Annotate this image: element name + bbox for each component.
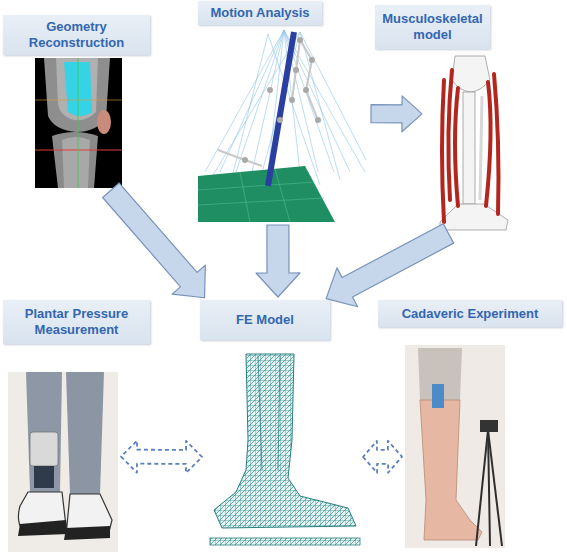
mri-image — [35, 58, 122, 188]
motion-capture-scene — [240, 172, 250, 222]
motion-capture-scene — [289, 97, 295, 103]
motion-capture-scene — [218, 150, 262, 166]
motion-capture-scene — [268, 34, 320, 185]
panel-title: Cadaveric Experiment — [402, 306, 539, 322]
motion-capture-scene — [284, 30, 350, 172]
motion-capture-scene — [300, 40, 318, 120]
musculoskeletal-figure — [442, 80, 444, 222]
motion-capture-scene — [198, 169, 324, 222]
mri-image — [52, 132, 98, 188]
fe-mesh — [210, 538, 360, 545]
mri-image — [56, 58, 98, 120]
cadaveric-photo — [405, 345, 505, 548]
motion-capture-scene — [292, 40, 300, 100]
motion-capture-scene — [242, 157, 248, 163]
process-panel: FE Model — [205, 352, 360, 552]
musculoskeletal-figure — [486, 82, 491, 206]
panel-heading: Musculoskeletal model — [375, 5, 490, 49]
panel-heading: Cadaveric Experiment — [378, 300, 562, 327]
motion-capture-scene — [210, 32, 300, 180]
process-panel: Motion Analysis — [198, 25, 368, 222]
mri-image — [62, 137, 90, 188]
motion-capture-scene — [309, 57, 315, 63]
plantar-pressure-photo — [30, 432, 58, 466]
motion-capture-scene — [242, 37, 321, 163]
process-panel: Cadaveric Experiment — [405, 345, 505, 548]
process-panel: Musculoskeletal model — [425, 55, 512, 232]
fe-mesh — [214, 354, 356, 528]
panel-title: Geometry Reconstruction — [11, 19, 142, 51]
cadaveric-photo — [488, 430, 502, 546]
process-panel: Geometry Reconstruction — [35, 58, 122, 188]
plantar-pressure-photo — [26, 372, 62, 492]
plantar-pressure-photo — [8, 372, 118, 552]
panel-title: FE Model — [236, 312, 294, 328]
musculoskeletal-figure — [440, 56, 508, 230]
dashed-double-arrow — [363, 441, 402, 473]
musculoskeletal-figure — [448, 70, 452, 200]
motion-capture-scene — [268, 32, 294, 186]
block-arrow — [103, 183, 206, 298]
cadaveric-photo — [488, 430, 490, 546]
block-arrow — [326, 224, 453, 307]
motion-capture-scene — [198, 166, 335, 222]
mri-image — [35, 100, 122, 101]
panel-heading: FE Model — [200, 300, 330, 340]
panel-heading: Motion Analysis — [198, 1, 322, 25]
cadaveric-photo — [480, 420, 498, 432]
fe-mesh — [258, 356, 262, 470]
motion-capture-scene — [218, 40, 318, 166]
motion-capture-scene — [198, 182, 315, 190]
plantar-pressure-photo — [66, 372, 104, 494]
panel-heading: Plantar Pressure Measurement — [3, 300, 150, 344]
motion-capture-scene — [303, 87, 309, 93]
motion-capture-scene — [267, 87, 273, 93]
motion-capture-scene — [198, 25, 368, 222]
motion-capture-scene — [198, 25, 368, 222]
dashed-double-arrow — [121, 441, 202, 473]
block-arrow — [256, 225, 300, 297]
musculoskeletal-figure — [442, 70, 499, 222]
mri-image — [35, 58, 122, 188]
panel-title: Plantar Pressure Measurement — [11, 306, 142, 338]
motion-capture-scene — [198, 198, 324, 205]
fe-mesh — [278, 356, 280, 470]
plantar-pressure-photo — [34, 466, 54, 488]
plantar-pressure-photo — [64, 526, 110, 540]
mri-image — [35, 150, 122, 151]
panel-heading: Geometry Reconstruction — [3, 15, 150, 55]
musculoskeletal-figure — [463, 92, 475, 204]
panel-title: Musculoskeletal model — [382, 11, 482, 43]
motion-capture-scene — [300, 32, 366, 160]
cadaveric-photo — [476, 430, 502, 546]
block-arrow — [371, 96, 422, 132]
panel-title: Motion Analysis — [210, 5, 309, 21]
process-panel: Plantar Pressure Measurement — [8, 372, 118, 552]
cadaveric-photo — [420, 400, 482, 540]
mri-image — [78, 58, 79, 188]
motion-capture-scene — [293, 67, 299, 73]
motion-capture-scene — [297, 37, 303, 43]
plantar-pressure-photo — [18, 520, 68, 536]
motion-capture-scene — [277, 117, 283, 123]
plantar-pressure-photo — [8, 372, 118, 552]
cadaveric-photo — [405, 345, 505, 548]
motion-capture-scene — [284, 30, 365, 172]
fe-mesh — [210, 354, 360, 545]
motion-capture-scene — [275, 169, 290, 222]
motion-capture-scene — [300, 32, 340, 180]
cadaveric-photo — [432, 384, 444, 408]
mri-image — [97, 110, 111, 134]
cadaveric-photo — [476, 430, 488, 546]
motion-capture-scene — [205, 30, 366, 185]
motion-capture-scene — [315, 117, 321, 123]
musculoskeletal-figure — [494, 74, 499, 214]
musculoskeletal-figure — [480, 96, 482, 200]
musculoskeletal-figure — [455, 88, 458, 206]
